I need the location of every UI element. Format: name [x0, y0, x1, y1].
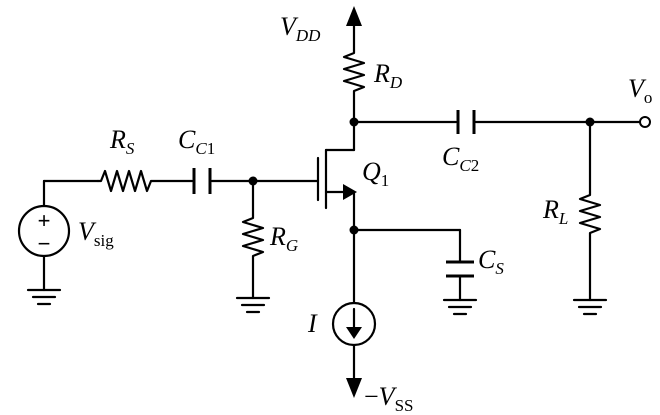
cs-capacitor: [446, 260, 474, 278]
label-cc1: CC1: [178, 125, 215, 158]
label-rd: RD: [373, 59, 403, 92]
cc2-capacitor: [456, 110, 476, 134]
rl-ground-icon: [572, 298, 608, 316]
plus-sign: +: [38, 208, 51, 233]
cc1-capacitor: [192, 168, 212, 194]
label-vss: −VSS: [364, 382, 413, 415]
label-rl: RL: [542, 195, 568, 228]
vsig-ground-icon: [26, 288, 62, 306]
label-rs: RS: [109, 125, 135, 158]
rs-resistor: [96, 169, 194, 193]
label-q1: Q1: [362, 157, 389, 190]
vsig-source: + −: [17, 204, 71, 258]
label-cs: CS: [478, 245, 504, 278]
current-arrow-icon: [346, 327, 362, 339]
rg-ground-icon: [235, 296, 271, 314]
current-source-i: [331, 301, 377, 347]
minus-sign: −: [38, 231, 51, 256]
label-cc2: CC2: [442, 142, 479, 175]
cs-ground-icon: [442, 298, 478, 316]
label-i: I: [307, 309, 318, 338]
vdd-arrow-icon: [346, 6, 362, 26]
rd-resistor: [342, 48, 366, 124]
label-vdd: VDD: [280, 12, 321, 45]
source-arrow-icon: [343, 184, 357, 200]
label-vsig: Vsig: [78, 217, 114, 250]
label-vo: Vo: [628, 74, 652, 107]
output-terminal: [639, 116, 651, 128]
vdd-supply: [346, 6, 362, 52]
rg-resistor: [241, 213, 265, 300]
label-rg: RG: [269, 222, 298, 255]
rl-resistor: [578, 190, 602, 302]
vss-arrow-icon: [346, 378, 362, 398]
q1-mosfet: [316, 148, 357, 210]
